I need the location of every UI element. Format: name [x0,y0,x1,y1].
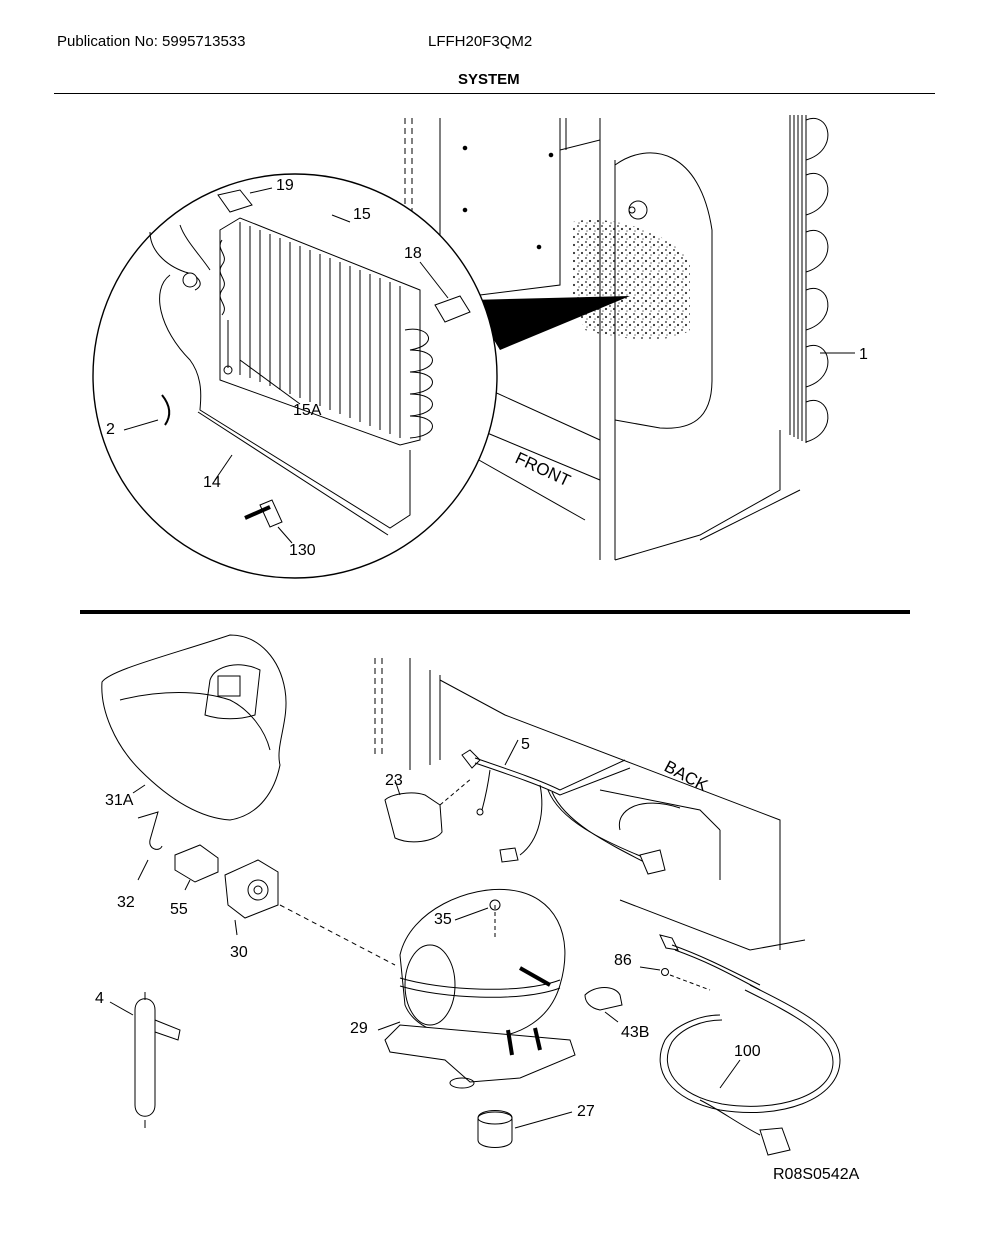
back-label: BACK [661,757,711,796]
foam-insulation [573,219,690,340]
relay-overload [174,844,396,966]
callout-2: 2 [106,421,115,438]
callout-30: 30 [230,944,248,961]
publication-number: Publication No: 5995713533 [57,33,246,50]
grommet-27 [477,1110,573,1148]
callout-15a: 15A [293,402,322,419]
callout-86: 86 [614,952,632,969]
evaporator-cover [101,634,287,821]
model-number: LFFH20F3QM2 [428,33,533,50]
callout-18: 18 [404,245,422,262]
evaporator-pad-18 [434,295,471,323]
callout-31a: 31A [105,792,134,809]
clip-32 [137,811,163,850]
drain-tube-assembly [123,224,411,544]
callout-29: 29 [350,1020,368,1037]
callout-5: 5 [521,736,530,753]
callout-32: 32 [117,894,135,911]
wiring-harness [461,739,681,875]
callout-35: 35 [434,911,452,928]
clamp-and-screw [584,966,711,1023]
sensor-23 [384,777,473,843]
callout-55: 55 [170,901,188,918]
callout-15: 15 [353,206,371,223]
section-divider [80,610,910,614]
callout-130: 130 [289,542,316,559]
zoom-pointer [470,296,630,350]
callout-19: 19 [276,177,294,194]
callout-4: 4 [95,990,104,1007]
condenser-coil [789,115,855,443]
diagram-reference-code: R08S0542A [773,1166,860,1183]
cabinet-rear [374,658,806,951]
filter-drier [109,992,181,1128]
compressor [377,888,576,1089]
section-title: SYSTEM [458,71,520,88]
callout-100: 100 [734,1043,761,1060]
evaporator [219,214,433,446]
power-cord [659,934,841,1156]
header-divider [54,93,935,94]
callout-1: 1 [859,346,868,363]
callout-14: 14 [203,474,221,491]
callout-23: 23 [385,772,403,789]
evaporator-pad-19 [217,189,253,213]
callout-43b: 43B [621,1024,649,1041]
callout-27: 27 [577,1103,595,1120]
